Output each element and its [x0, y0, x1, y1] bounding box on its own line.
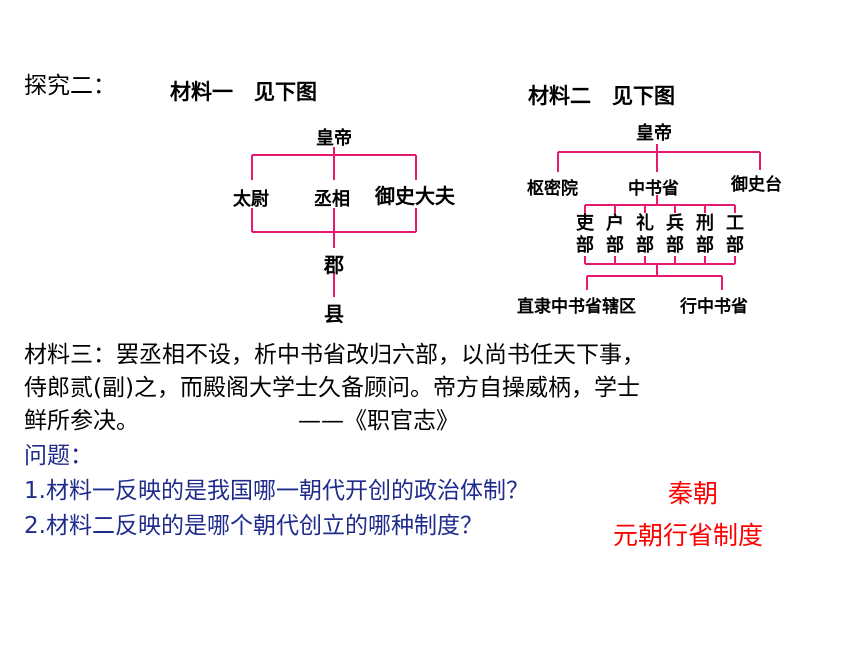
questions-label: 问题：: [24, 443, 93, 469]
m2-ministry-personnel: 吏 部: [575, 213, 595, 257]
material3-line2: 侍郎贰(副)之，而殿阁大学士久备顾问。帝方自操威柄，学士: [24, 375, 640, 401]
m2-ministry-label: 兵 部: [666, 213, 684, 256]
m2-privy-council: 枢密院: [527, 179, 578, 199]
m1-official-taiwei: 太尉: [233, 189, 269, 210]
m2-ministry-revenue: 户 部: [605, 213, 625, 257]
m1-commandery: 郡: [324, 253, 344, 277]
m2-ministry-label: 刑 部: [696, 213, 714, 256]
m2-ministry-war: 兵 部: [665, 213, 685, 257]
m1-county: 县: [324, 302, 344, 326]
m2-emperor: 皇帝: [636, 123, 672, 144]
material1-title: 材料一 见下图: [170, 79, 317, 104]
question-2: 2.材料二反映的是哪个朝代创立的哪种制度？: [24, 513, 483, 539]
m2-ministry-label: 吏 部: [576, 213, 594, 256]
section-heading: 探究二：: [24, 73, 116, 99]
question-1: 1.材料一反映的是我国哪一朝代开创的政治体制？: [24, 478, 529, 504]
m1-official-censor: 御史大夫: [375, 184, 455, 208]
answer-1: 秦朝: [668, 479, 719, 508]
m2-ministry-works: 工 部: [725, 213, 745, 257]
answer-2: 元朝行省制度: [613, 521, 764, 550]
m2-ministry-label: 工 部: [726, 213, 744, 256]
m2-ministry-label: 户 部: [606, 213, 624, 256]
m1-emperor: 皇帝: [316, 128, 352, 149]
m2-ministry-rites: 礼 部: [635, 213, 655, 257]
material3-line3: 鲜所参决。: [24, 408, 139, 434]
m2-censorate: 御史台: [731, 175, 782, 195]
m2-secretariat: 中书省: [628, 179, 679, 199]
m2-ministry-justice: 刑 部: [695, 213, 715, 257]
material3-source: ——《职官志》: [298, 408, 459, 434]
m2-branch-secretariat: 行中书省: [680, 297, 748, 317]
material2-title: 材料二 见下图: [528, 83, 675, 108]
m1-official-chancellor: 丞相: [314, 189, 350, 210]
m2-ministry-label: 礼 部: [636, 213, 654, 256]
material3-line1: 材料三：罢丞相不设，析中书省改归六部，以尚书任天下事，: [24, 342, 645, 368]
m2-direct-region: 直隶中书省辖区: [517, 297, 636, 317]
